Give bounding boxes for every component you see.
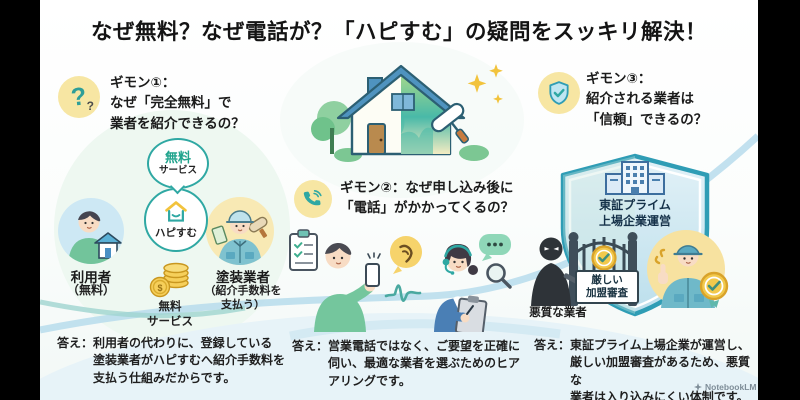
question-mark-small-glyph: ? xyxy=(86,99,94,113)
checklist-icon xyxy=(289,229,318,271)
coins-icon: $ xyxy=(149,262,189,298)
building-icon xyxy=(605,161,665,195)
house-painting-illustration xyxy=(311,64,503,162)
free-service-bubble-line2: サービス xyxy=(158,164,197,176)
q1-answer-body: 利用者の代わりに、登録している 塗装業者がハピすむへ紹介手数料を 支払う仕組みだ… xyxy=(93,336,286,385)
question-mark-glyph: ? xyxy=(69,81,89,112)
page-title: なぜ無料？なぜ電話が？「ハピすむ」の疑問をスッキリ解決！ xyxy=(90,20,707,44)
gate-screening-label: 厳しい 加盟審査 xyxy=(575,270,639,305)
painter-avatar xyxy=(206,197,274,265)
painter-sub-label: （紹介手数料を 支払う） xyxy=(204,285,282,312)
company-label: 東証プライム 上場企業運営 xyxy=(598,198,671,228)
q2-answer-body: 営業電話ではなく、ご要望を正確に 伺い、最適な業者を選ぶためのヒア アリングです… xyxy=(328,339,521,388)
operator-woman xyxy=(434,244,488,332)
user-illustration xyxy=(68,211,122,264)
q3-answer: 答え： 東証プライム上場企業が運営し、 厳しい加盟審査があるため、悪質な 業者は… xyxy=(534,337,760,400)
q2-heading: ギモン②：なぜ申し込み後に 「電話」がかかってくるの？ xyxy=(340,180,515,216)
hearing-scene-illustration xyxy=(289,229,512,332)
shield-check-icon xyxy=(538,72,580,114)
q2-answer: 答え： 営業電話ではなく、ご要望を正確に 伺い、最適な業者を選ぶためのヒア アリ… xyxy=(292,338,530,390)
q3-heading: ギモン③： 紹介される業者は 「信頼」できるの？ xyxy=(586,71,708,127)
q2-answer-prefix: 答え： xyxy=(292,339,329,353)
question-icon: ? ? xyxy=(58,76,100,118)
thumbs-up-hand xyxy=(658,264,668,284)
notebooklm-logo-icon xyxy=(694,383,702,391)
free-service-bubble-line1: 無料 xyxy=(164,149,191,165)
bad-contractor-label: 悪質な業者 xyxy=(529,307,587,319)
q3-answer-body: 東証プライム上場企業が運営し、 厳しい加盟審査があるため、悪質な 業者は入り込み… xyxy=(570,338,751,400)
q1-answer: 答え： 利用者の代わりに、登録している 塗装業者がハピすむへ紹介手数料を 支払う… xyxy=(57,335,295,387)
phone-handset-glyph xyxy=(303,190,322,206)
shield-check-glyph xyxy=(549,81,569,105)
hapisumu-label: ハピすむ xyxy=(155,227,197,239)
trust-shield-illustration xyxy=(531,153,729,317)
letterbox-left xyxy=(0,0,40,400)
letterbox-right xyxy=(758,0,800,400)
trust-shield-zone: 東証プライム 上場企業運営 厳しい 加盟審査 悪質な業者 xyxy=(528,132,756,324)
user-label: 利用者 xyxy=(70,270,112,285)
hapisumu-logo: ハピすむ xyxy=(144,188,208,252)
ear-icon xyxy=(390,236,422,274)
voice-wave xyxy=(384,284,422,302)
painter-illustration xyxy=(211,210,268,265)
q1-answer-prefix: 答え： xyxy=(57,336,94,350)
watermark-label: NotebookLM xyxy=(705,382,757,392)
chat-bubble-icon xyxy=(479,234,511,261)
painter-label: 塗装業者 xyxy=(216,270,270,285)
user-avatar xyxy=(58,198,124,264)
worker-badge-icon xyxy=(699,271,729,308)
magnifier-icon xyxy=(486,263,512,289)
dollar-glyph: $ xyxy=(157,283,162,293)
watermark: NotebookLM xyxy=(694,382,756,392)
q3-answer-prefix: 答え： xyxy=(534,338,571,352)
house-smile-icon xyxy=(165,201,187,222)
man-with-phone xyxy=(314,242,381,332)
phone-icon xyxy=(294,180,332,218)
fee-label: 無料 サービス xyxy=(147,301,193,328)
bad-contractor-silhouette xyxy=(531,237,585,306)
q1-heading: ギモン①： なぜ「完全無料」で 業者を紹介できるの？ xyxy=(110,75,245,131)
user-sub-label: （無料） xyxy=(66,283,115,297)
